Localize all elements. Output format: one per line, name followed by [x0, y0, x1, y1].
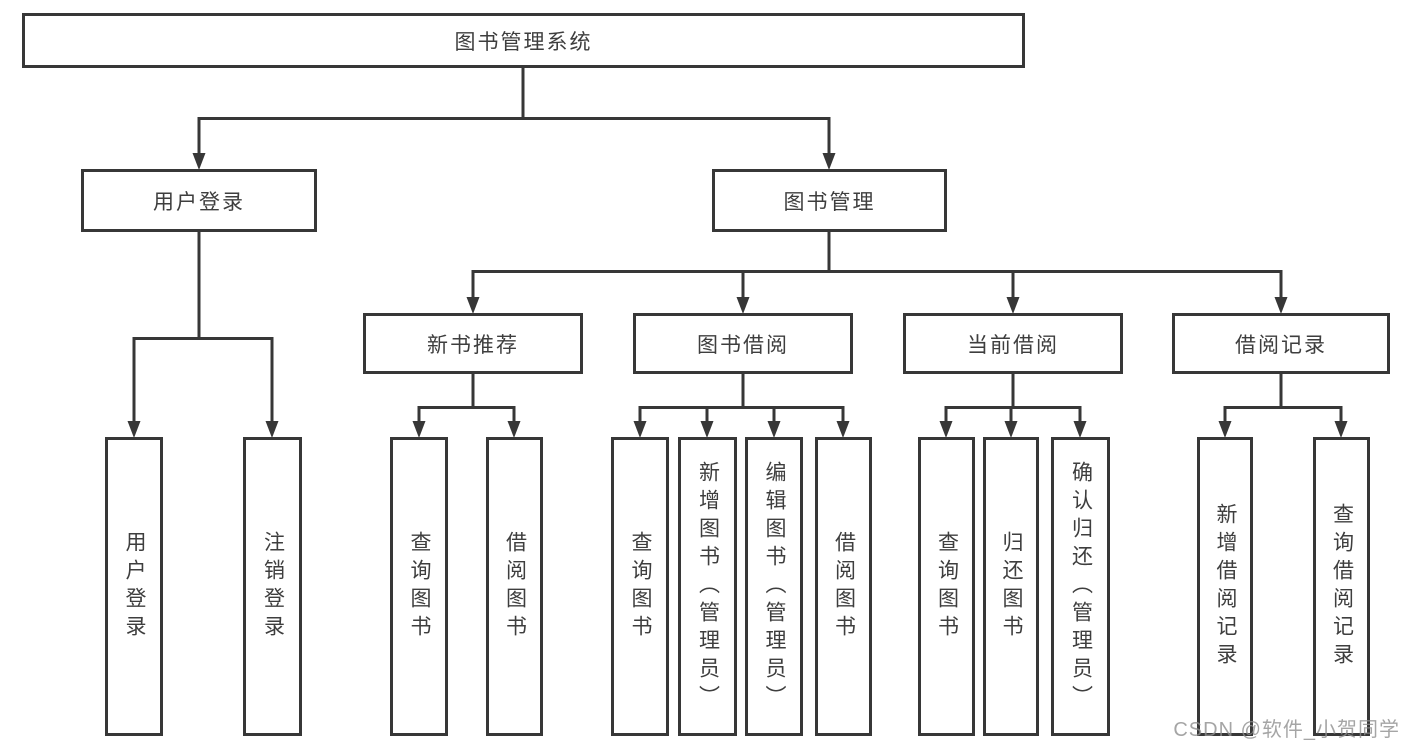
csdn-watermark: CSDN @软件_小贺同学 [1173, 719, 1400, 741]
node-library-management-system: 图书管理系统 [22, 13, 1025, 68]
leaf-label: 新增借阅记录 [1214, 502, 1237, 671]
node-current-borrowing: 当前借阅 [903, 313, 1123, 374]
leaf-query-books-current: 查询图书 [918, 437, 975, 736]
leaf-confirm-return-admin: 确认归还（管理员） [1051, 437, 1110, 736]
node-label: 图书借阅 [697, 333, 789, 357]
node-label: 新书推荐 [427, 333, 519, 357]
node-label: 用户登录 [153, 190, 245, 214]
leaf-borrow-books-recommend: 借阅图书 [486, 437, 543, 736]
leaf-label: 注销登录 [261, 530, 285, 643]
leaf-label: 查询图书 [629, 530, 652, 643]
leaf-borrow-books: 借阅图书 [815, 437, 872, 736]
leaf-query-books-borrowing: 查询图书 [611, 437, 669, 736]
leaf-label: 查询图书 [935, 530, 959, 643]
leaf-add-books-admin: 新增图书（管理员） [678, 437, 737, 736]
leaf-return-books: 归还图书 [983, 437, 1039, 736]
leaf-label: 编辑图书（管理员） [763, 460, 786, 713]
leaf-user-login: 用户登录 [105, 437, 163, 736]
leaf-logout: 注销登录 [243, 437, 302, 736]
leaf-label: 借阅图书 [832, 530, 856, 643]
node-label: 图书管理 [783, 190, 876, 214]
leaf-label: 新增图书（管理员） [696, 460, 720, 713]
node-book-management: 图书管理 [712, 169, 947, 232]
leaf-query-borrow-record: 查询借阅记录 [1313, 437, 1370, 736]
node-label: 当前借阅 [967, 333, 1059, 357]
leaf-query-books-recommend: 查询图书 [390, 437, 448, 736]
leaf-label: 查询图书 [408, 530, 431, 643]
node-borrowing-records: 借阅记录 [1172, 313, 1390, 374]
node-label: 借阅记录 [1235, 333, 1327, 357]
node-label: 图书管理系统 [454, 30, 593, 54]
node-new-book-recommend: 新书推荐 [363, 313, 583, 374]
node-book-borrowing: 图书借阅 [633, 313, 853, 374]
leaf-edit-books-admin: 编辑图书（管理员） [745, 437, 803, 736]
leaf-add-borrow-record: 新增借阅记录 [1197, 437, 1253, 736]
node-user-login: 用户登录 [81, 169, 317, 232]
leaf-label: 查询借阅记录 [1330, 502, 1354, 671]
leaf-label: 借阅图书 [503, 530, 527, 643]
leaf-label: 归还图书 [1000, 530, 1023, 643]
leaf-label: 用户登录 [123, 530, 146, 643]
leaf-label: 确认归还（管理员） [1069, 460, 1093, 713]
